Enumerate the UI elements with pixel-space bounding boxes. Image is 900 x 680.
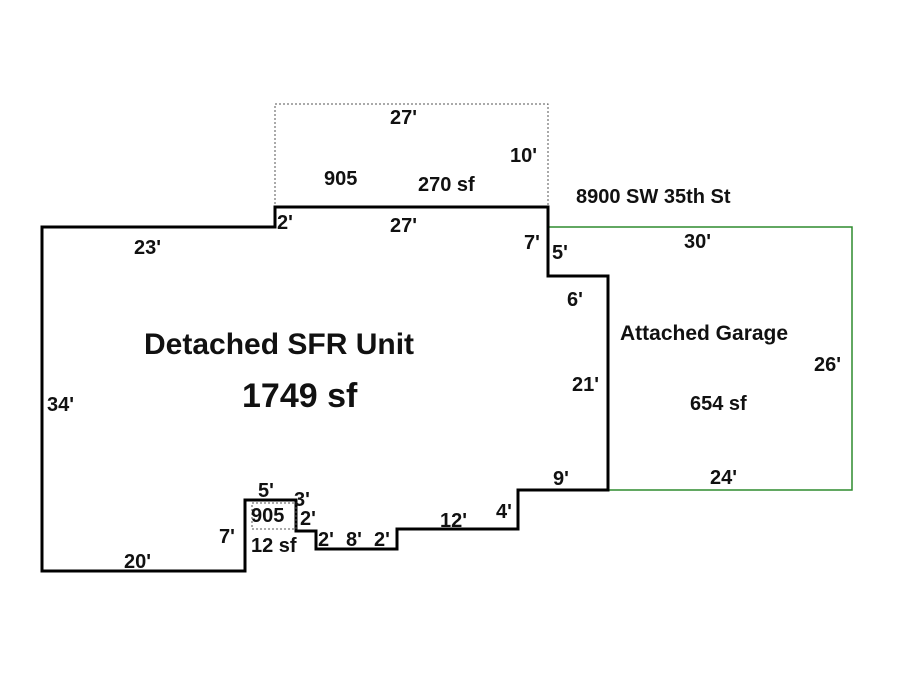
- garage-shared-wall: [546, 227, 610, 490]
- dim-12: 12': [440, 510, 467, 532]
- dim-notch: 6': [567, 289, 583, 311]
- dim-7: 7': [219, 526, 235, 548]
- garage-dim-5: 5': [552, 242, 568, 264]
- dim-2c: 2': [300, 508, 316, 530]
- dim-right-upper: 7': [524, 232, 540, 254]
- upper-area-code: 905: [324, 168, 357, 190]
- dim-step-4: 4': [496, 501, 512, 523]
- small-area-size: 12 sf: [251, 535, 297, 557]
- dim-3: 3': [294, 489, 310, 511]
- garage-area: 654 sf: [690, 393, 747, 415]
- garage-dim-bottom: 24': [710, 467, 737, 489]
- dim-top-left: 23': [134, 237, 161, 259]
- dim-2a: 2': [318, 529, 334, 551]
- dim-left: 34': [47, 394, 74, 416]
- small-area-outline: [251, 502, 297, 530]
- garage-dim-top: 30': [684, 231, 711, 253]
- dim-upper-top: 27': [390, 107, 417, 129]
- dim-2b: 2': [374, 529, 390, 551]
- small-area-code: 905: [251, 505, 284, 527]
- main-unit-title: Detached SFR Unit: [144, 328, 414, 361]
- dim-bottom: 20': [124, 551, 151, 573]
- dim-8: 8': [346, 529, 362, 551]
- dim-bottom-right: 9': [553, 468, 569, 490]
- upper-area-size: 270 sf: [418, 174, 475, 196]
- dim-top: 27': [390, 215, 417, 237]
- main-unit-outline: [40, 205, 610, 573]
- garage-dim-right: 26': [814, 354, 841, 376]
- main-unit-area: 1749 sf: [242, 377, 358, 415]
- address-label: 8900 SW 35th St: [576, 186, 731, 208]
- garage-outline: [548, 226, 853, 491]
- dim-5: 5': [258, 480, 274, 502]
- dim-upper-right: 10': [510, 145, 537, 167]
- dim-step: 2': [277, 212, 293, 234]
- dim-right: 21': [572, 374, 599, 396]
- garage-title: Attached Garage: [620, 322, 788, 345]
